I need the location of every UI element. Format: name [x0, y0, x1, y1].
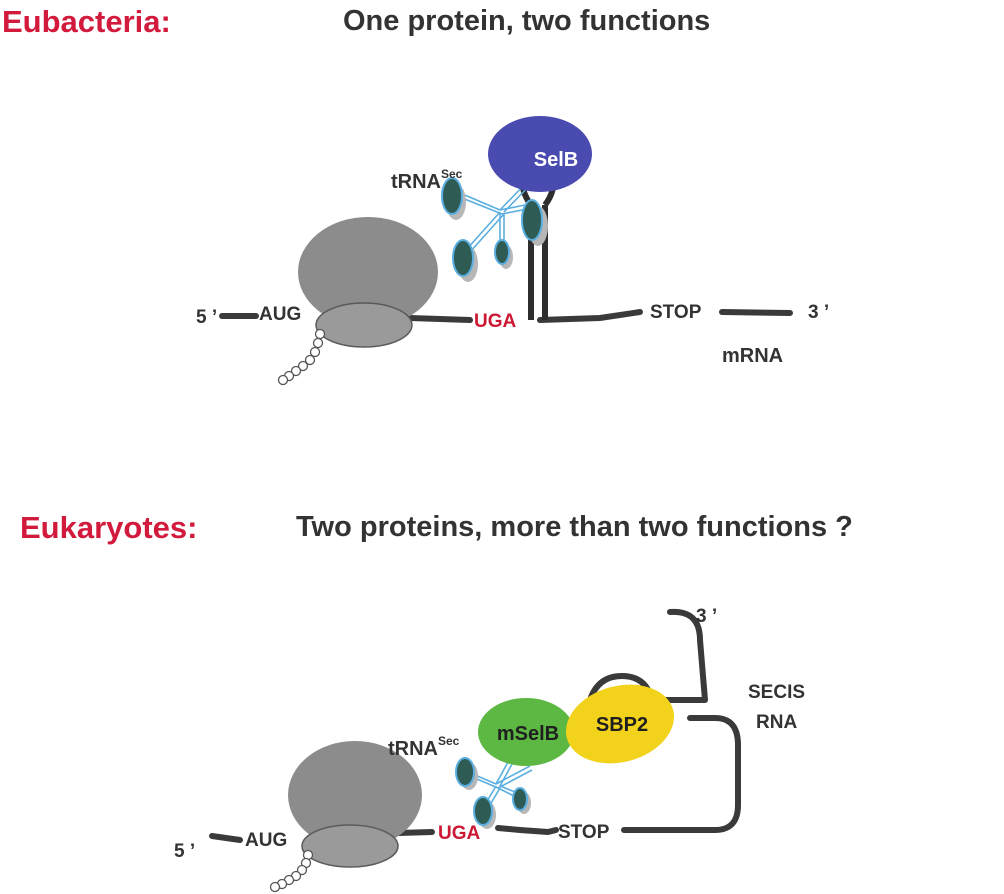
eubacteria-mrna-line	[219, 309, 793, 323]
eukaryotes-mrna-line	[209, 608, 741, 843]
mselb-label: mSelB	[497, 723, 559, 745]
eubacteria-sec-codon: UGA	[474, 311, 517, 332]
eubacteria-mrna-label: mRNA	[722, 345, 783, 367]
eubacteria-three-prime: 3 ’	[808, 302, 829, 323]
eubacteria-subtitle: One protein, two functions	[343, 5, 710, 37]
eukaryotes-nascent-peptide	[269, 849, 314, 893]
eukaryotes-ribosome	[288, 741, 422, 868]
eukaryotes-three-prime: 3 ’	[696, 606, 717, 627]
eukaryotes-subtitle: Two proteins, more than two functions ?	[296, 511, 853, 543]
eukaryotes-stop-codon: STOP	[558, 822, 610, 843]
eukaryotes-trna-sec	[455, 757, 533, 829]
eubacteria-trna-label: tRNASec	[391, 167, 463, 193]
eubacteria-stop-codon: STOP	[650, 302, 702, 323]
eubacteria-trna-sec	[441, 177, 548, 282]
eukaryotes-five-prime: 5 ’	[174, 841, 195, 862]
eukaryotes-sec-codon: UGA	[438, 823, 481, 844]
eukaryotes-panel: Eukaryotes: Two proteins, more than two …	[20, 510, 853, 893]
eubacteria-heading: Eubacteria:	[2, 4, 171, 39]
ribosome-large-subunit	[298, 217, 438, 327]
ribosome-small-subunit	[315, 302, 413, 348]
eukaryotes-start-codon: AUG	[245, 830, 287, 851]
eubacteria-five-prime: 5 ’	[196, 307, 217, 328]
eukaryotes-heading: Eukaryotes:	[20, 510, 197, 545]
eubacteria-panel: Eubacteria: One protein, two functions	[2, 4, 829, 386]
eukaryotes-trna-label: tRNASec	[388, 734, 460, 760]
sbp2-protein: SBP2	[565, 684, 675, 764]
eubacteria-start-codon: AUG	[259, 304, 301, 325]
ribosome-large-subunit	[288, 741, 422, 849]
eubacteria-ribosome	[298, 217, 438, 348]
selb-protein: SelB	[488, 116, 592, 192]
secis-rna-label-line1: SECIS	[748, 682, 805, 703]
selb-label: SelB	[534, 149, 578, 171]
mselb-protein: mSelB	[478, 698, 574, 766]
sbp2-label: SBP2	[596, 714, 648, 736]
secis-rna-label-line2: RNA	[756, 712, 797, 733]
eubacteria-nascent-peptide	[277, 328, 326, 386]
ribosome-small-subunit	[301, 824, 399, 868]
